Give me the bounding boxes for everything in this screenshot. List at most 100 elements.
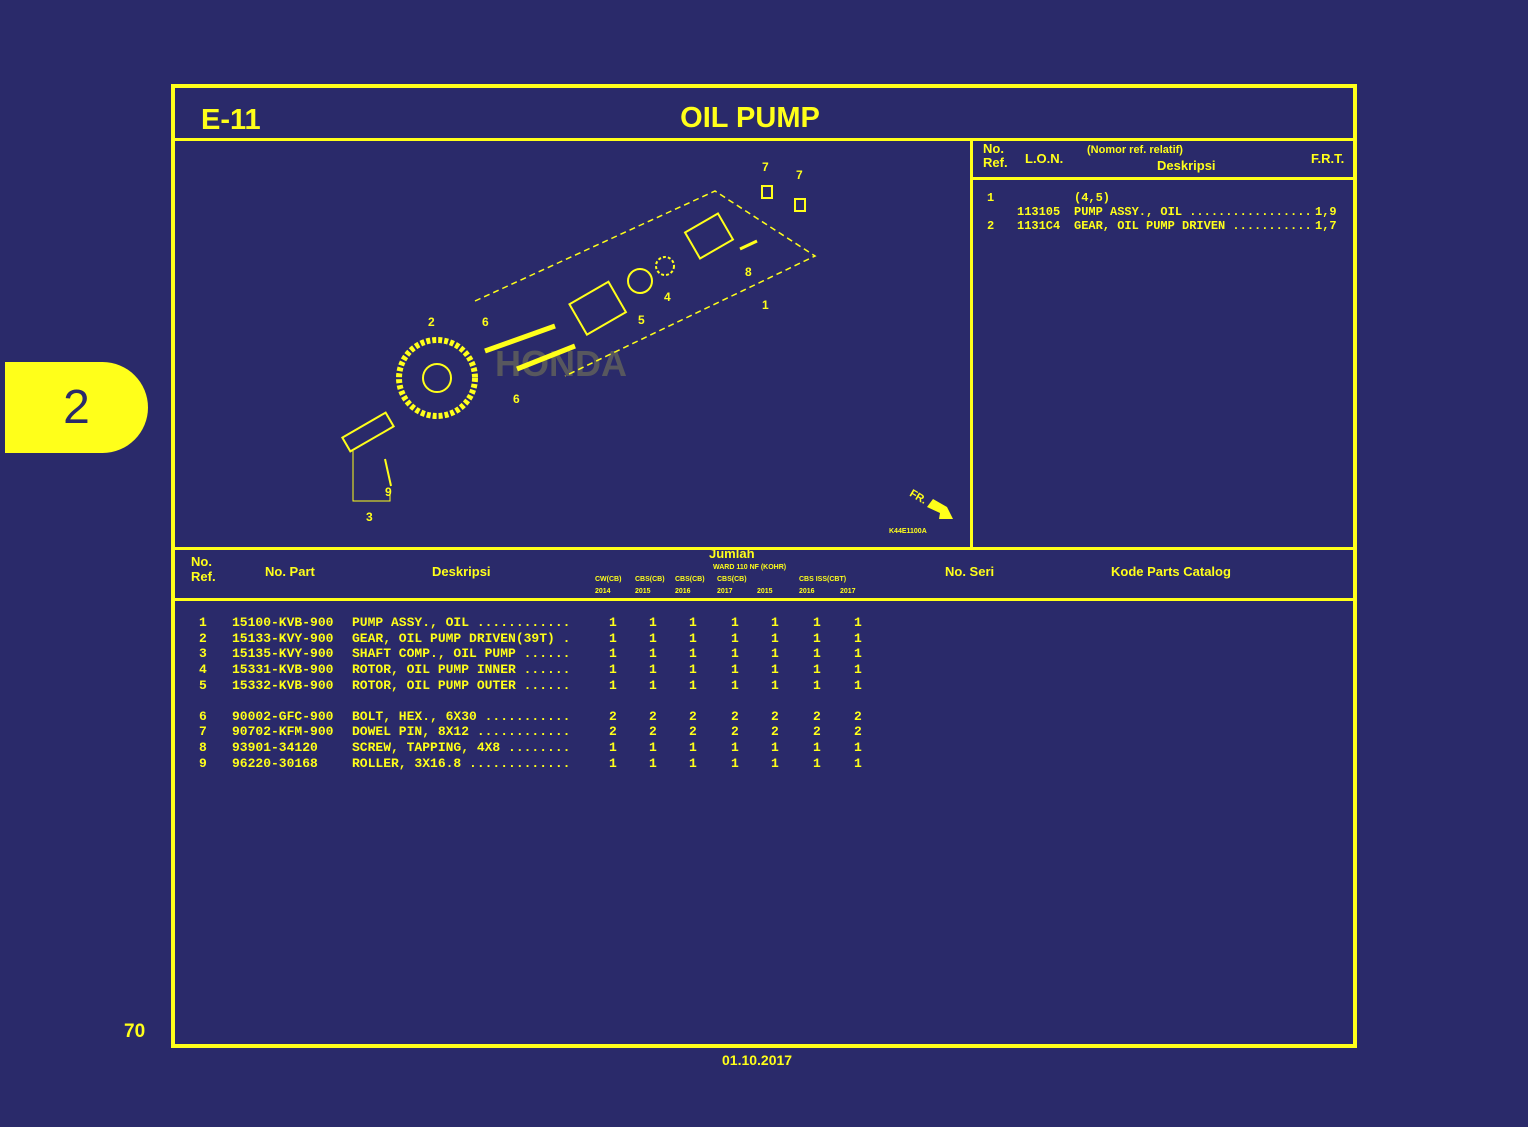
desc-header: Deskripsi: [1157, 158, 1216, 173]
model-year: 2015: [757, 588, 773, 595]
part-number: 93901-34120: [232, 739, 318, 755]
no-ref-header: No.Ref.: [191, 554, 216, 584]
quantity: 1: [813, 646, 821, 662]
quantity: 1: [731, 615, 739, 630]
ref-number: 5: [199, 677, 207, 693]
quantity: 1: [854, 615, 862, 630]
frt-value: 1,9: [1315, 205, 1337, 219]
ref-number: 7: [199, 724, 207, 740]
quantity: 1: [649, 662, 657, 678]
part-description: SCREW, TAPPING, 4X8 ........: [352, 739, 571, 755]
quantity: 1: [649, 646, 657, 662]
part-number: 15332-KVB-900: [232, 677, 334, 693]
section-tab: 2: [5, 362, 148, 453]
driven-gear: [396, 337, 478, 419]
quantity: 1: [609, 615, 617, 630]
model-code: CBS(CB): [635, 576, 665, 583]
callout: 2: [428, 315, 435, 329]
jumlah-header: Jumlah: [709, 546, 755, 561]
screw: [739, 239, 758, 251]
front-arrow-icon: [927, 499, 953, 519]
quantity: 1: [649, 630, 657, 646]
ref-number: 2: [987, 219, 995, 233]
ref-number: 1: [987, 191, 995, 205]
model-code: CBS(CB): [675, 576, 705, 583]
ref-number: 3: [199, 646, 207, 662]
quantity: 1: [649, 755, 657, 771]
catalog-page: E-11 OIL PUMP HONDA 1 2 3 4 5 6 6: [171, 84, 1357, 1048]
part-description: BOLT, HEX., 6X30 ...........: [352, 708, 571, 724]
lon-code: 113105: [1017, 205, 1061, 219]
ref-description: (4,5): [1074, 191, 1111, 205]
callout: 6: [513, 392, 520, 406]
lon-header: L.O.N.: [1025, 151, 1064, 166]
quantity: 1: [771, 630, 779, 646]
quantity: 2: [689, 708, 697, 724]
front-label: FR.: [907, 488, 928, 507]
page-number: 70: [124, 1021, 146, 1042]
quantity: 2: [609, 708, 617, 724]
quantity: 1: [649, 615, 657, 630]
quantity: 1: [854, 646, 862, 662]
quantity: 2: [731, 708, 739, 724]
quantity: 1: [813, 677, 821, 693]
ref-number: 1: [199, 615, 207, 630]
quantity: 1: [813, 662, 821, 678]
callout: 3: [366, 510, 373, 524]
quantity: 1: [813, 739, 821, 755]
part-header: No. Part: [265, 564, 315, 579]
quantity: 1: [689, 646, 697, 662]
ref-number: 2: [199, 630, 207, 646]
divider: [175, 598, 1353, 601]
quantity: 1: [854, 739, 862, 755]
quantity: 1: [609, 677, 617, 693]
model-year: 2014: [595, 588, 611, 595]
quantity: 1: [731, 630, 739, 646]
part-description: ROLLER, 3X16.8 .............: [352, 755, 571, 771]
part-number: 15100-KVB-900: [232, 615, 334, 630]
model-year: 2016: [799, 588, 815, 595]
quantity: 1: [813, 630, 821, 646]
model-year: 2017: [717, 588, 733, 595]
shaft: [340, 411, 396, 453]
callout: 5: [638, 313, 645, 327]
quantity: 1: [771, 662, 779, 678]
inner-rotor: [655, 256, 675, 276]
part-number: 90002-GFC-900: [232, 708, 334, 724]
quantity: 2: [731, 724, 739, 740]
quantity: 1: [731, 646, 739, 662]
callout: 9: [385, 485, 392, 499]
quantity: 2: [854, 724, 862, 740]
quantity: 1: [771, 755, 779, 771]
quantity: 2: [609, 724, 617, 740]
quantity: 2: [854, 708, 862, 724]
quantity: 1: [689, 662, 697, 678]
date: 01.10.2017: [722, 1052, 793, 1068]
quantity: 1: [731, 755, 739, 771]
quantity: 1: [854, 630, 862, 646]
desc-header: Deskripsi: [432, 564, 491, 579]
quantity: 1: [771, 646, 779, 662]
quantity: 2: [813, 708, 821, 724]
bolt: [484, 323, 556, 354]
frt-value: 1,7: [1315, 219, 1337, 233]
divider: [175, 138, 1353, 141]
quantity: 2: [771, 724, 779, 740]
model-code: CBS(CB): [717, 576, 747, 583]
quantity: 1: [609, 630, 617, 646]
quantity: 1: [689, 755, 697, 771]
model-line: WARD 110 NF (KOHR): [713, 564, 787, 571]
figure-code: K44E1100A: [889, 528, 927, 535]
divider: [970, 177, 1353, 180]
pump-body: [568, 280, 628, 336]
part-number: 15135-KVY-900: [232, 646, 334, 662]
part-number: 15331-KVB-900: [232, 662, 334, 678]
quantity: 1: [609, 739, 617, 755]
quantity: 1: [813, 755, 821, 771]
quantity: 1: [771, 615, 779, 630]
quantity: 2: [689, 724, 697, 740]
exploded-diagram: HONDA 1 2 3 4 5 6 6 7 7 8 9 FR.: [340, 160, 953, 535]
callout: 7: [762, 160, 769, 174]
lon-code: 1131C4: [1017, 219, 1061, 233]
quantity: 2: [813, 724, 821, 740]
